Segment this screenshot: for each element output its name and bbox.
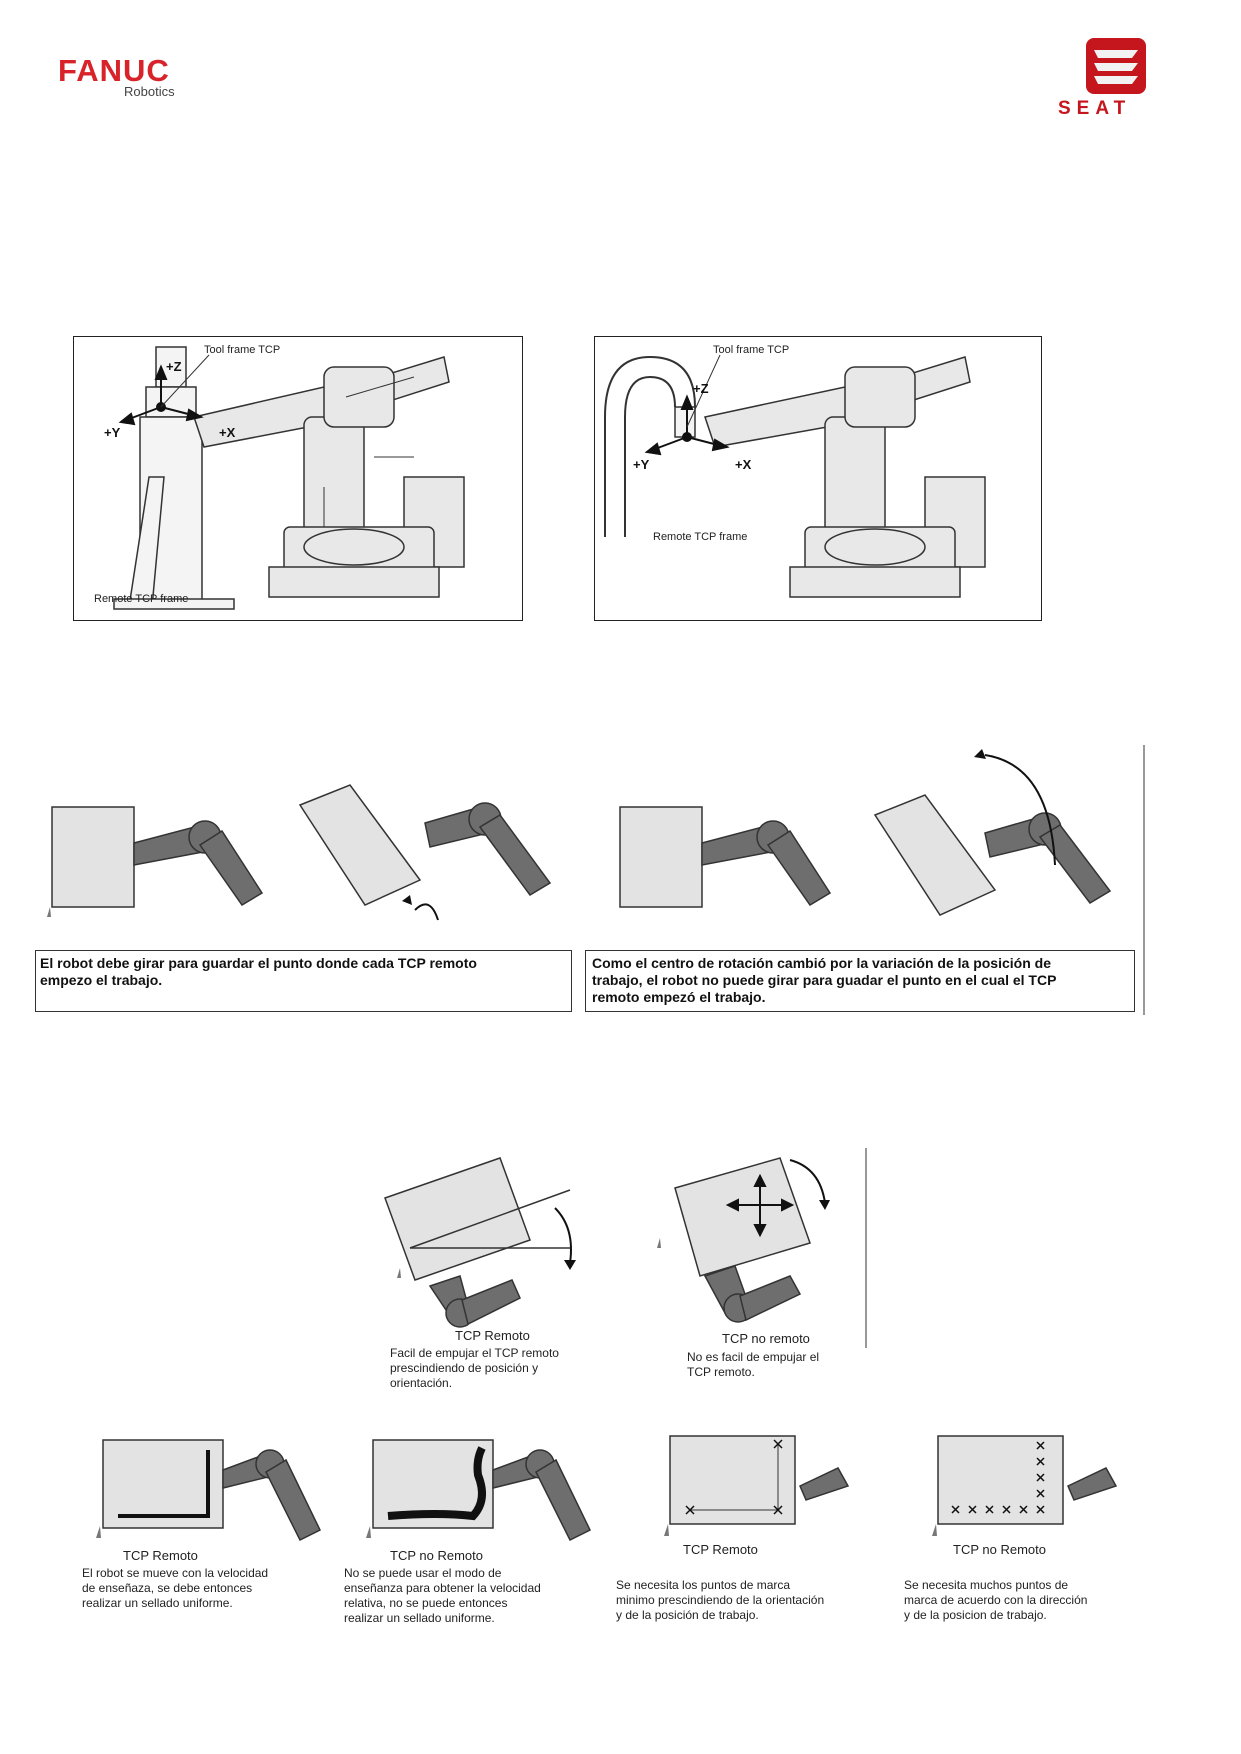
figure-3-right-text: No es facil de empujar el TCP remoto. xyxy=(687,1350,820,1379)
robot-remote-tcp-illustration: Tool frame TCP +Z +Y +X Remote TCP frame xyxy=(94,344,465,610)
fanuc-logo-text: FANUC xyxy=(58,53,170,88)
p1-text: El robot se mueve con la velocidad de en… xyxy=(82,1566,269,1610)
tool-frame-label: Tool frame TCP xyxy=(713,344,789,356)
axis-z-label: +Z xyxy=(166,359,182,374)
caption-box-left: El robot debe girar para guardar el punt… xyxy=(35,950,572,1012)
figure-2-right-caption: Como el centro de rotación cambió por la… xyxy=(592,955,1057,1005)
figure-2: El robot debe girar para guardar el punt… xyxy=(30,745,1150,1020)
sealing-comparison-illustration xyxy=(96,1435,1118,1542)
figure-3: TCP Remoto Facil de empujar el TCP remot… xyxy=(370,1148,870,1420)
robot-hose-remote-tcp-illustration: Tool frame TCP +Z +Y +X Remote TCP frame xyxy=(604,344,986,598)
remote-tcp-frame-label: Remote TCP frame xyxy=(653,531,747,543)
p2-title: TCP no Remoto xyxy=(390,1548,483,1563)
axis-x-label: +X xyxy=(735,457,752,472)
remote-tcp-frame-label: Remote TCP frame xyxy=(94,593,188,605)
rotation-comparison-illustration xyxy=(47,745,1145,1015)
p1-title: TCP Remoto xyxy=(123,1548,198,1563)
figure-4: TCP Remoto El robot se mueve con la velo… xyxy=(78,1430,1148,1640)
figure-1-left-panel: Tool frame TCP +Z +Y +X Remote TCP frame xyxy=(73,336,523,621)
axis-y-label: +Y xyxy=(104,425,121,440)
figure-2-left-caption: El robot debe girar para guardar el punt… xyxy=(40,955,477,988)
axis-y-label: +Y xyxy=(633,457,650,472)
axis-z-label: +Z xyxy=(693,381,709,396)
p3-text: Se necesita los puntos de marca minimo p… xyxy=(616,1578,825,1622)
axis-x-label: +X xyxy=(219,425,236,440)
push-tcp-illustration xyxy=(384,1148,867,1418)
seat-logo-text: SEAT xyxy=(1058,98,1132,119)
p2-text: No se puede usar el modo de enseñanza pa… xyxy=(344,1566,541,1625)
tool-frame-label: Tool frame TCP xyxy=(204,344,280,356)
p3-title: TCP Remoto xyxy=(683,1542,758,1557)
p4-text: Se necesita muchos puntos de marca de ac… xyxy=(904,1578,1088,1622)
caption-box-right: Como el centro de rotación cambió por la… xyxy=(585,950,1135,1012)
figure-3-right-title: TCP no remoto xyxy=(722,1331,810,1346)
p4-title: TCP no Remoto xyxy=(953,1542,1046,1557)
fanuc-logo: FANUC Robotics xyxy=(58,53,175,99)
figure-3-left-title: TCP Remoto xyxy=(455,1328,530,1343)
figure-3-left-text: Facil de empujar el TCP remoto prescindi… xyxy=(390,1346,559,1390)
figure-1-right-panel: Tool frame TCP +Z +Y +X Remote TCP frame xyxy=(594,336,1042,621)
fanuc-logo-subtitle: Robotics xyxy=(124,84,175,99)
seat-emblem-icon xyxy=(1086,38,1146,94)
